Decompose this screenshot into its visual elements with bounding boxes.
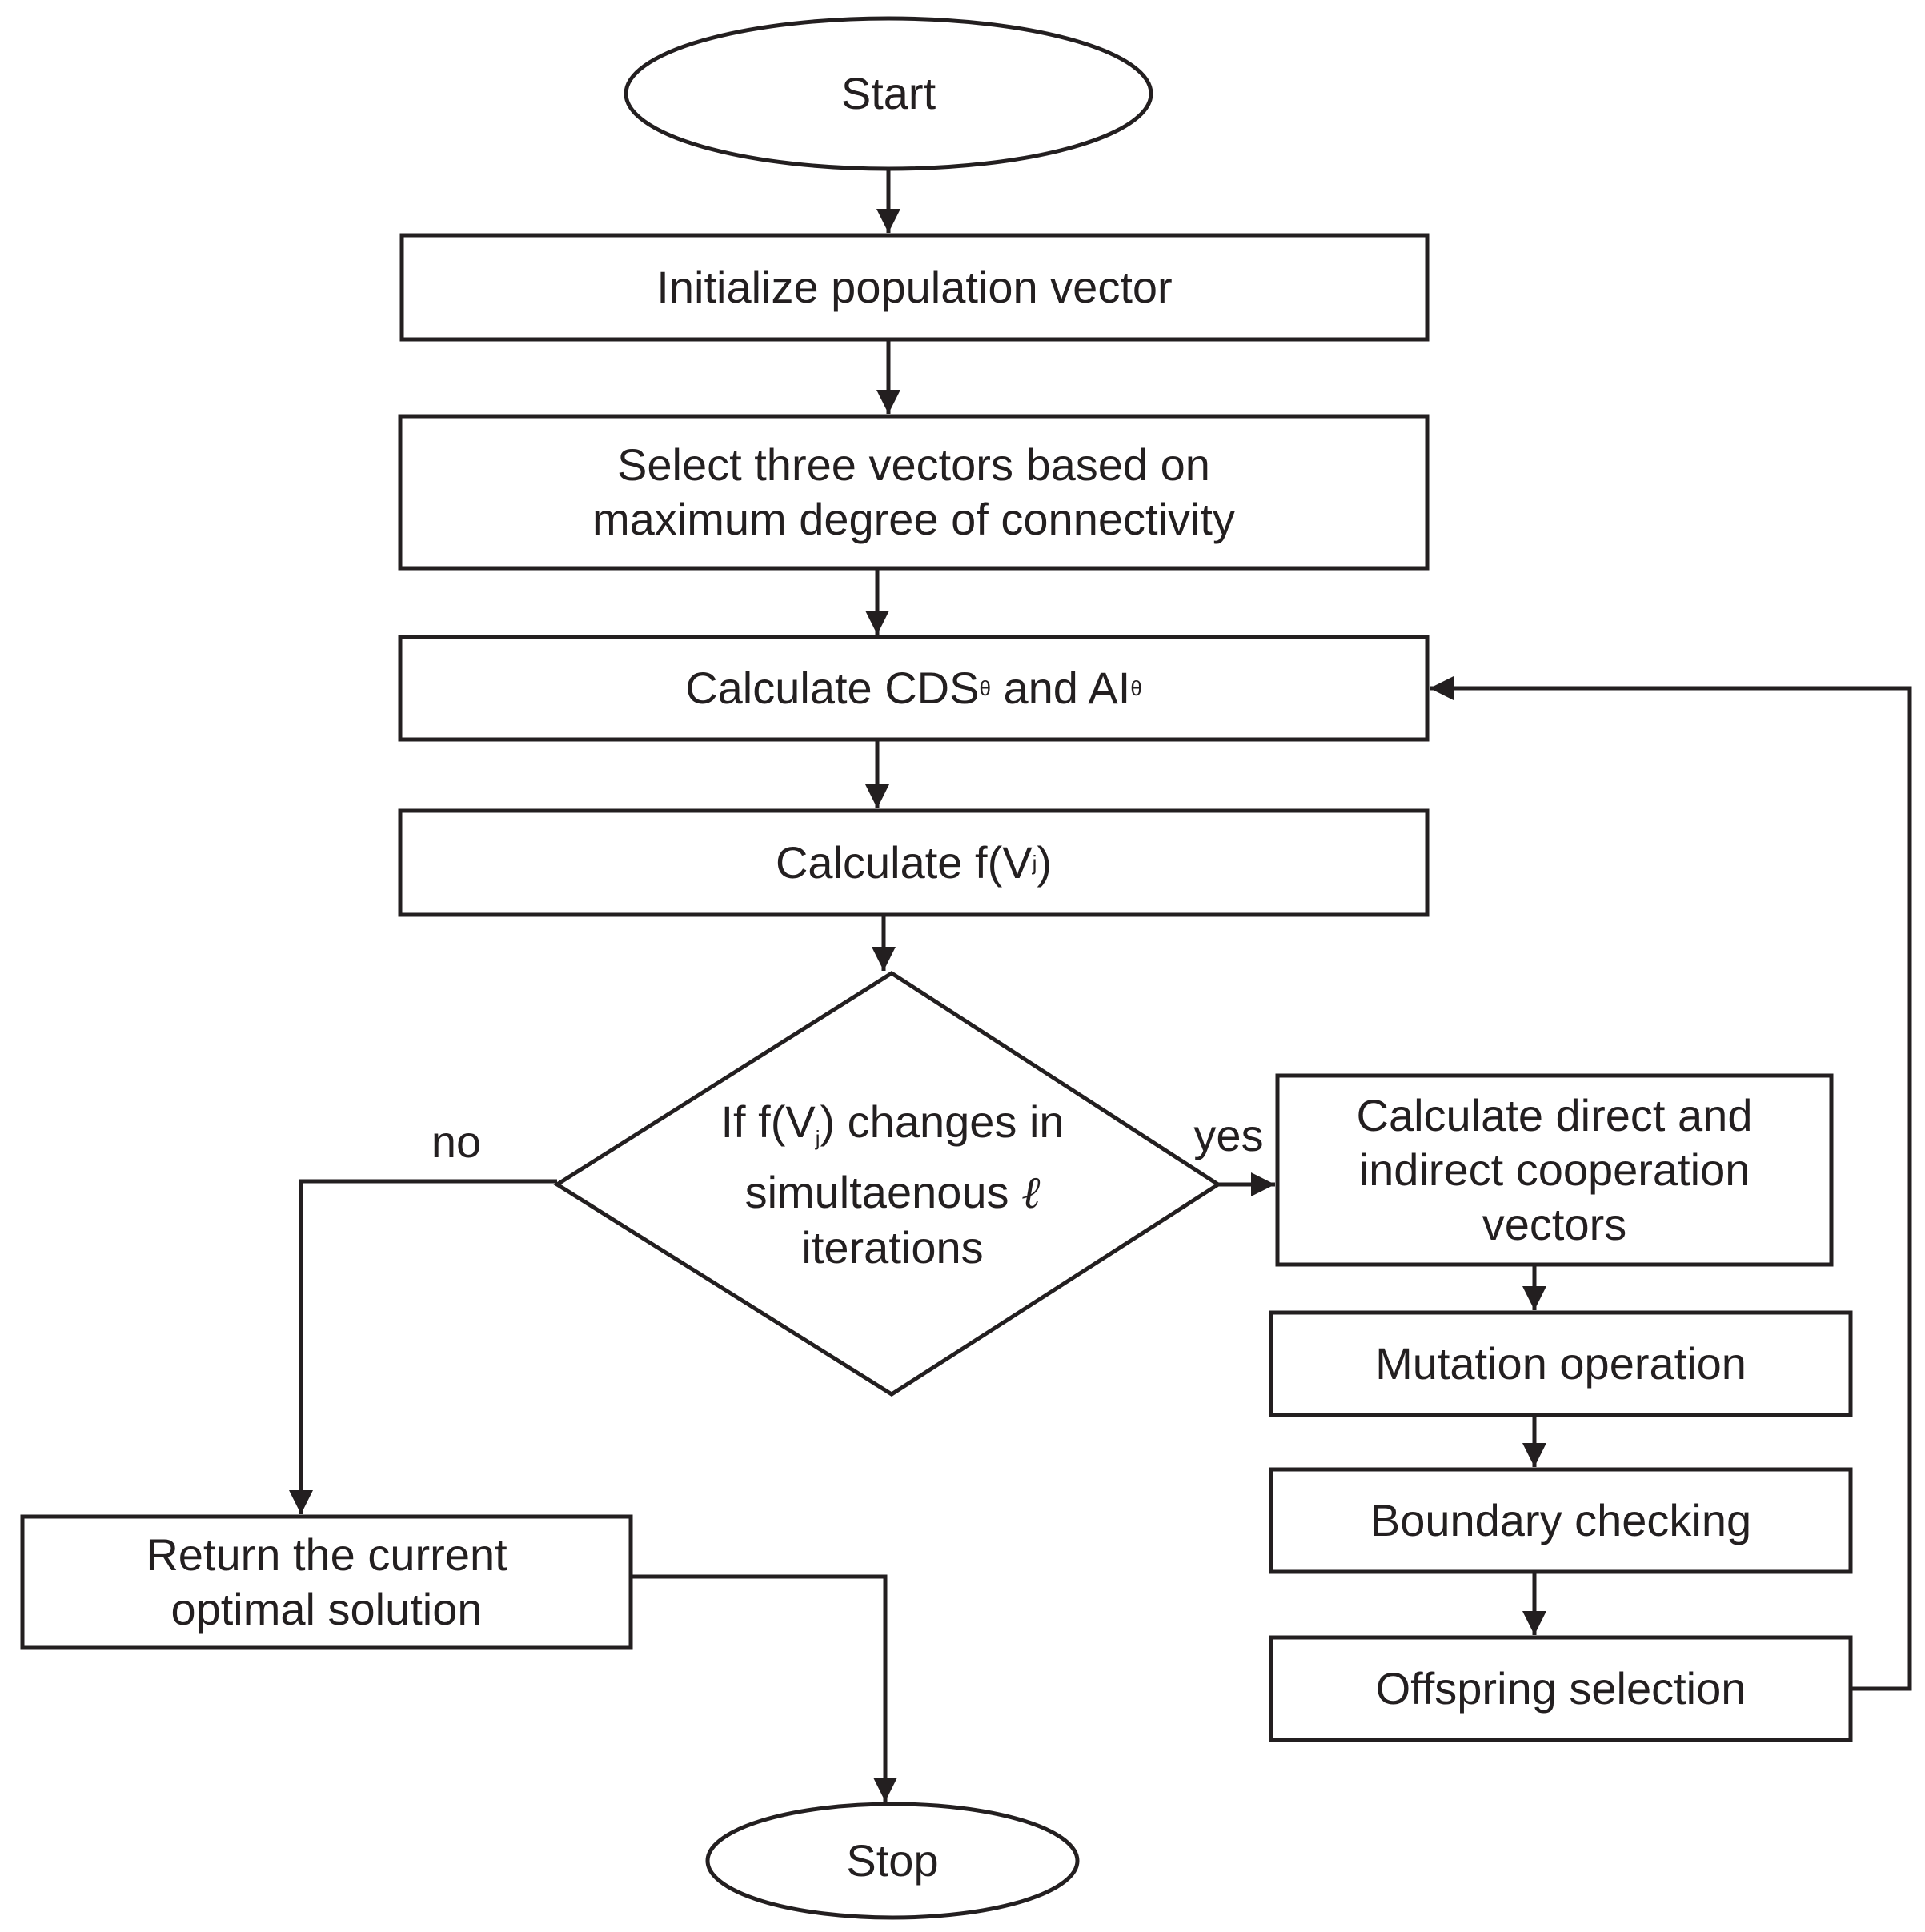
coop-line3: vectors xyxy=(1482,1199,1627,1249)
init-label: Initialize population vector xyxy=(656,262,1173,312)
coop-box xyxy=(1275,1073,1834,1267)
stop-label: Stop xyxy=(846,1835,939,1886)
decision-line1: If f(Vj) changes in xyxy=(720,1095,1064,1165)
coop-label: Calculate direct and indirect cooperatio… xyxy=(1277,1076,1831,1265)
arrow-return-to-stop xyxy=(631,1574,897,1802)
coop-line2: indirect cooperation xyxy=(1358,1144,1751,1195)
select-line2: maximum degree of connectivity xyxy=(592,494,1235,544)
stop-terminal xyxy=(705,1802,1080,1920)
calc-cds-sub1: θ xyxy=(979,676,991,700)
calc-f-sub: j xyxy=(1032,851,1037,875)
arrow-offspring-loop xyxy=(1430,676,1912,1691)
select-label: Select three vectors based on maximum de… xyxy=(400,416,1427,568)
boundary-box xyxy=(1269,1467,1853,1574)
return-box xyxy=(20,1514,633,1650)
calc-cds-prefix: Calculate CDS xyxy=(685,663,980,713)
decision-line1-sub: j xyxy=(815,1125,820,1150)
decision-line1-suffix: ) changes in xyxy=(820,1096,1065,1147)
decision-line1-prefix: If f(V xyxy=(720,1096,816,1147)
calc-f-suffix: ) xyxy=(1037,837,1052,888)
return-line1: Return the current xyxy=(146,1529,507,1580)
offspring-label: Offspring selection xyxy=(1375,1663,1747,1714)
select-box xyxy=(398,414,1430,571)
decision-label: If f(Vj) changes in simultaenous ℓ itera… xyxy=(640,1095,1145,1274)
yes-label: yes xyxy=(1193,1110,1264,1160)
return-line2: optimal solution xyxy=(170,1584,483,1634)
calc-cds-box xyxy=(398,635,1430,742)
coop-line1: Calculate direct and xyxy=(1356,1090,1753,1140)
no-label: no xyxy=(431,1116,482,1167)
decision-line2: simultaenous ℓ xyxy=(745,1165,1041,1221)
mutation-label: Mutation operation xyxy=(1375,1338,1747,1389)
decision-diamond xyxy=(553,971,1222,1397)
decision-line2-text: simultaenous xyxy=(744,1166,1009,1217)
calc-f-box xyxy=(398,808,1430,917)
select-line1: Select three vectors based on xyxy=(617,439,1210,490)
return-label: Return the current optimal solution xyxy=(22,1517,631,1648)
calc-cds-mid: and AI xyxy=(990,663,1131,713)
boundary-label: Boundary checking xyxy=(1370,1495,1752,1545)
calc-cds-sub2: θ xyxy=(1130,676,1142,700)
init-box xyxy=(399,233,1430,342)
arrow-decision-no xyxy=(289,1179,557,1514)
start-label: Start xyxy=(840,68,936,118)
ell-symbol: ℓ xyxy=(1021,1166,1041,1219)
calc-f-prefix: Calculate f(V xyxy=(775,837,1033,888)
mutation-box xyxy=(1269,1310,1853,1417)
decision-line3: iterations xyxy=(801,1221,984,1273)
